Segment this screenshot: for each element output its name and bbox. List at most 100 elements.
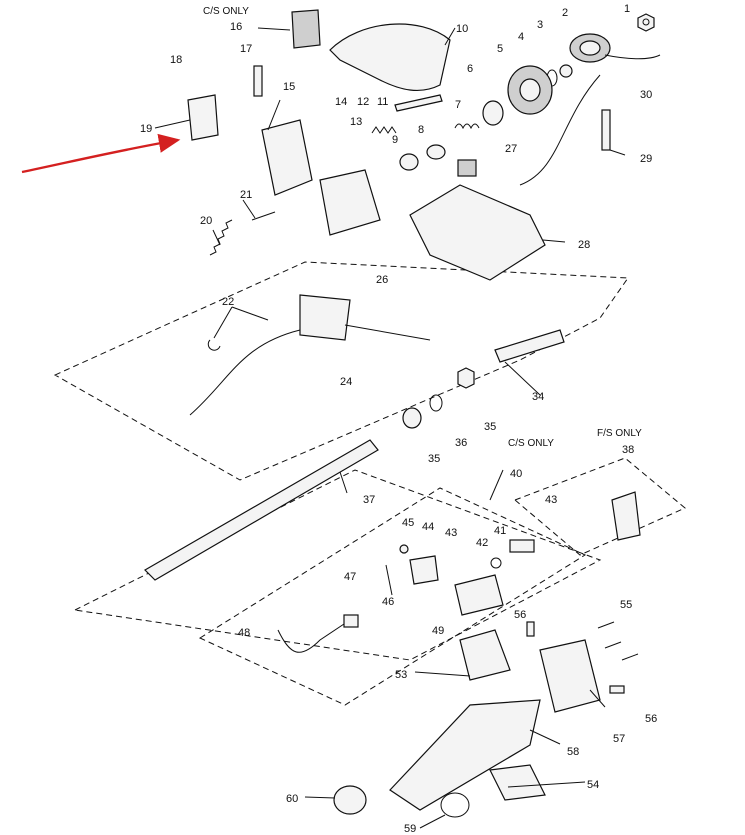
part-8-seat [426,144,446,160]
callout-21: 21 [240,189,252,201]
part-56-pin-lower [609,685,625,694]
part-37-shaft [144,439,379,581]
callout-58: 58 [567,746,579,758]
callout-34: 34 [532,391,544,403]
callout-44: 44 [422,521,434,533]
group-boundary-upper [53,261,629,481]
callout-37: 37 [363,494,375,506]
part-21-rod [251,211,276,221]
callout-10: 10 [456,23,468,35]
part-54-bracket [489,764,546,801]
callout-6: 6 [467,63,473,75]
part-12-spring [371,126,397,134]
callout-19: 19 [140,123,152,135]
callout-56-lower: 56 [645,713,657,725]
part-53-cover [459,629,511,681]
callout-3: 3 [537,19,543,31]
callout-16: 16 [230,21,242,33]
callout-56-upper: 56 [514,609,526,621]
callout-4: 4 [518,31,524,43]
callout-29: 29 [640,153,652,165]
part-11-rack [394,94,443,112]
part-10-housing-cover [329,23,451,91]
group-boundary-lock [198,487,587,706]
part-16-bracket [291,9,321,49]
part-59-ring [440,792,470,818]
callout-55: 55 [620,599,632,611]
callout-20: 20 [200,215,212,227]
part-19-switch [187,94,219,141]
callout-18: 18 [170,54,182,66]
part-45-washer [399,544,409,554]
part-47-actuator [343,614,359,628]
part-48-cable [277,619,351,653]
callout-14: 14 [335,96,347,108]
part-7-spring [454,123,480,130]
part-55-bolt-c [621,653,639,661]
callout-13: 13 [350,116,362,128]
part-44-lock-bolt [409,555,439,585]
part-17-pin [253,65,263,97]
part-5-cancel-cam [507,65,553,115]
part-58-jacket [389,699,541,811]
part-56-pin-upper [526,621,535,637]
callout-36: 36 [455,437,467,449]
part-35-nut-upper [457,367,475,389]
part-41-sensor [509,539,535,553]
part-3-washer [559,64,573,78]
part-24-wire [189,329,301,416]
callout-1: 1 [624,3,630,15]
part-26-rack-housing [319,169,381,236]
part-60-bearing [333,785,367,815]
callout-41: 41 [494,525,506,537]
leader-lines [154,27,626,829]
callout-2: 2 [562,7,568,19]
part-15-housing [261,119,313,196]
part-20-spring [209,219,233,256]
part-36-spring [429,394,443,412]
callout-53: 53 [395,669,407,681]
callout-12: 12 [357,96,369,108]
part-28-shroud [409,184,546,281]
callout-7: 7 [455,99,461,111]
callout-8: 8 [418,124,424,136]
callout-40: 40 [510,468,522,480]
part-55-bolt-b [604,641,622,649]
callout-43: 43 [445,527,457,539]
callout-35-upper: 35 [484,421,496,433]
part-22-clip [207,339,221,351]
part-29-wire [519,74,601,186]
callout-35-lower: 35 [428,453,440,465]
callout-43-fs: 43 [545,494,557,506]
part-24-lever [344,324,431,341]
callout-26: 26 [376,274,388,286]
callout-59: 59 [404,823,416,835]
callout-17: 17 [240,43,252,55]
callout-15: 15 [283,81,295,93]
callout-42: 42 [476,537,488,549]
callout-57: 57 [613,733,625,745]
callout-28: 28 [578,239,590,251]
group-boundary-fs-only [514,457,686,556]
group-boundary-lower [73,469,602,661]
callout-49: 49 [432,625,444,637]
note-fs-only: F/S ONLY [597,428,642,439]
part-49-lock-housing [454,574,504,616]
highlight-arrow [21,133,181,174]
part-29-rod [601,109,611,151]
part-6-bearing [482,100,504,126]
callout-22: 22 [222,296,234,308]
callout-48: 48 [238,627,250,639]
part-35-nut-lower [402,407,422,429]
callout-38: 38 [622,444,634,456]
callout-27: 27 [505,143,517,155]
callout-labels: 1 2 3 4 5 6 7 8 9 10 11 12 13 14 15 16 1… [140,3,657,835]
note-cs-only-top: C/S ONLY [203,6,249,17]
callout-11: 11 [377,96,388,108]
part-1-nut [637,13,655,32]
callout-60: 60 [286,793,298,805]
part-57-bracket [539,639,601,713]
note-cs-only-40: C/S ONLY [508,438,554,449]
callout-5: 5 [497,43,503,55]
